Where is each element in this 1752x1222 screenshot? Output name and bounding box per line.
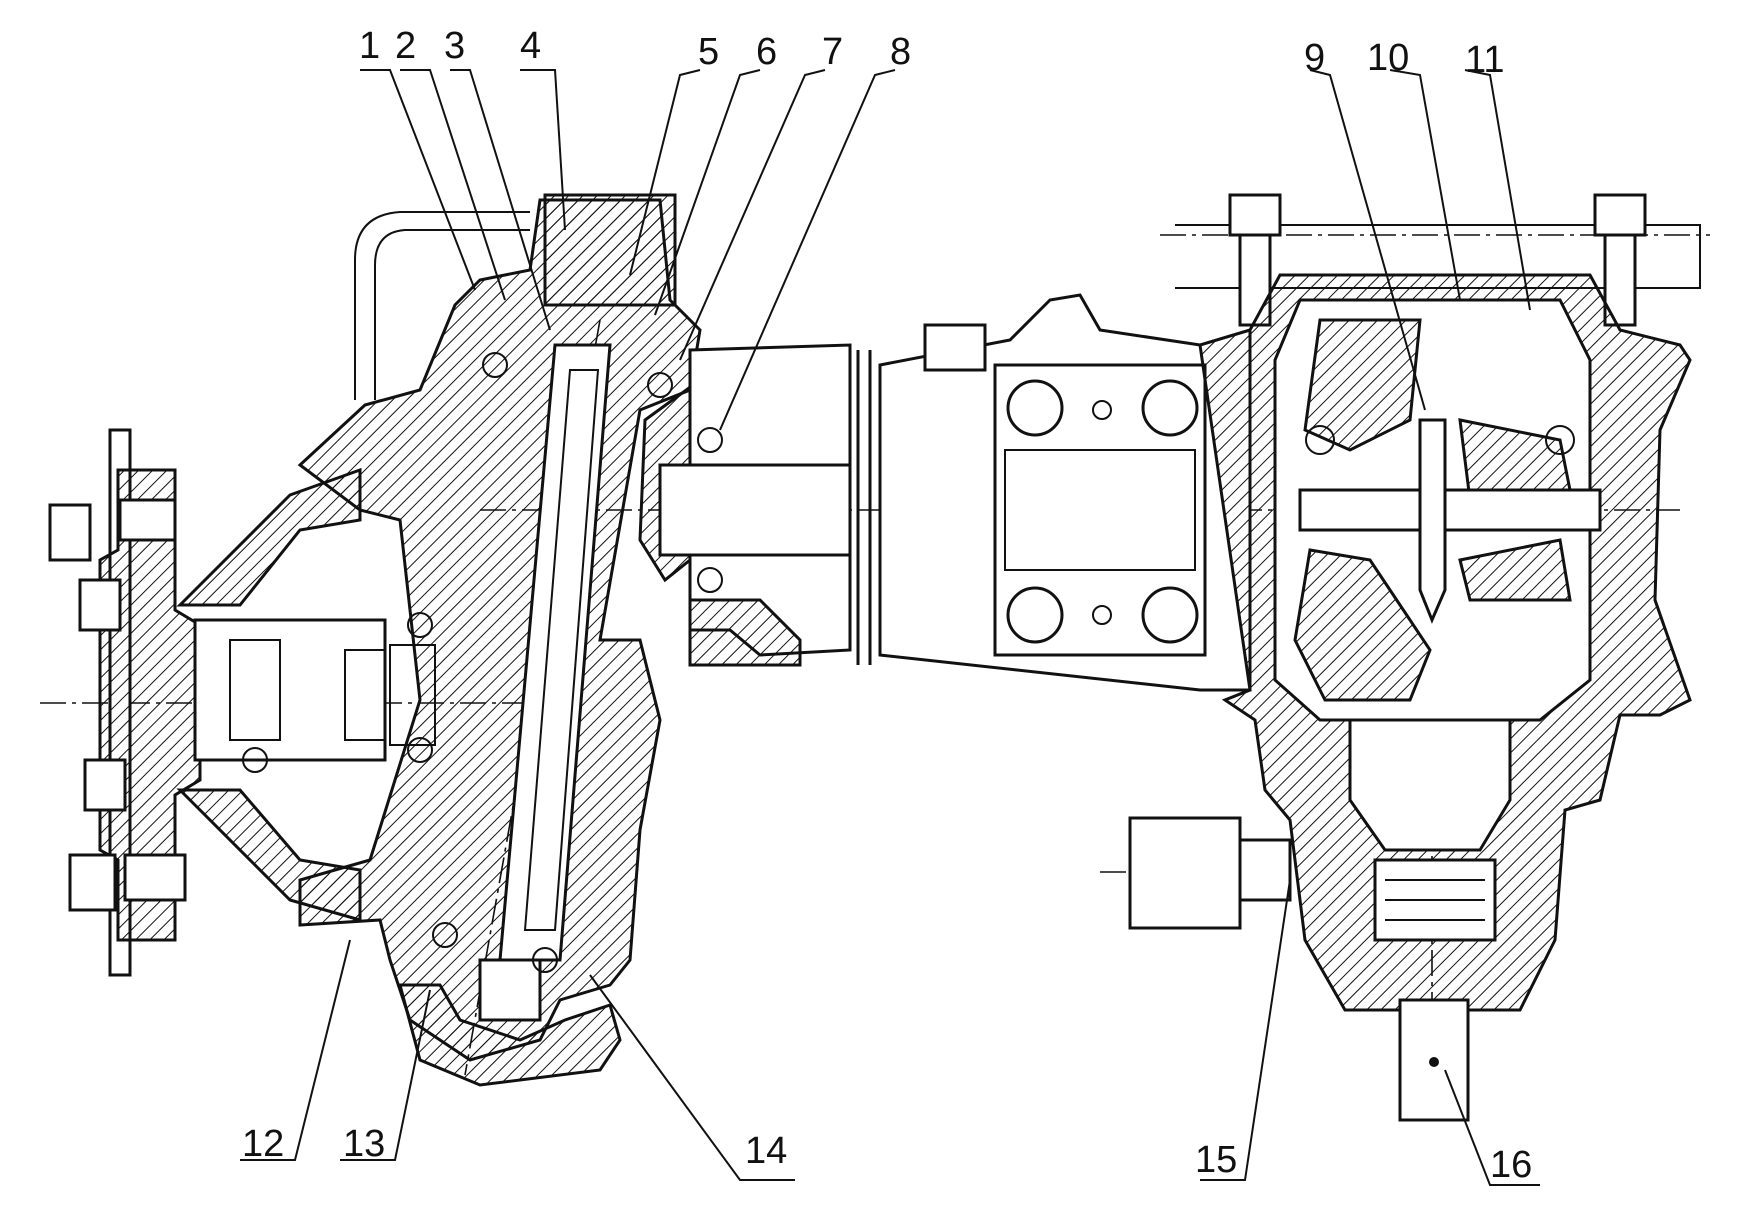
- callout-14: 14: [745, 1130, 787, 1172]
- upper-cap: [543, 193, 677, 307]
- breather-pipe: [354, 211, 530, 400]
- lower-cap: [398, 983, 622, 1087]
- callout-12: 12: [242, 1123, 284, 1165]
- kingpin-bore: [498, 343, 612, 962]
- callout-4: 4: [520, 25, 541, 67]
- callout-9: 9: [1304, 37, 1325, 79]
- callout-leaders: [240, 69, 1540, 1186]
- side-bolt: [1128, 816, 1242, 930]
- hub-housing-upper: [176, 467, 362, 607]
- ring-gear-upper: [1303, 318, 1422, 452]
- ring-gear-lower: [1293, 548, 1432, 702]
- callout-8: 8: [890, 31, 911, 73]
- callout-1: 1: [359, 25, 380, 67]
- input-shaft: [1398, 998, 1470, 1122]
- wheel-bearing-outer: [193, 618, 387, 762]
- diff-cross-shaft: [1298, 488, 1602, 532]
- inner-axle-shaft: [638, 343, 852, 667]
- lower-plug: [478, 958, 542, 1022]
- differential: [1128, 193, 1701, 1122]
- callout-11: 11: [1465, 39, 1504, 81]
- callout-5: 5: [698, 31, 719, 73]
- pinion-housing: [1348, 718, 1512, 852]
- steering-knuckle: [297, 193, 702, 1087]
- callout-16: 16: [1490, 1144, 1532, 1186]
- callout-10: 10: [1367, 37, 1409, 79]
- spider-pin: [1418, 418, 1447, 624]
- hub-bolts: [48, 498, 187, 912]
- callout-13: 13: [343, 1123, 385, 1165]
- callout-3: 3: [444, 25, 465, 67]
- flange-body: [98, 468, 202, 942]
- axle-housing: [856, 293, 1252, 692]
- kingpin-inner: [523, 369, 600, 931]
- callout-labels: 1 2 3 4 5 6 7 8 9 10 11 12 13 14 15 16: [242, 25, 1532, 1186]
- callout-6: 6: [756, 31, 777, 73]
- callout-15: 15: [1195, 1139, 1237, 1181]
- pinion-rollers: [1385, 879, 1485, 921]
- frame-bolts: [1228, 193, 1647, 327]
- spring-seat-bolts: [1006, 379, 1199, 644]
- callout-7: 7: [822, 31, 843, 73]
- wheel-flange: [48, 428, 202, 977]
- callout-2: 2: [395, 25, 416, 67]
